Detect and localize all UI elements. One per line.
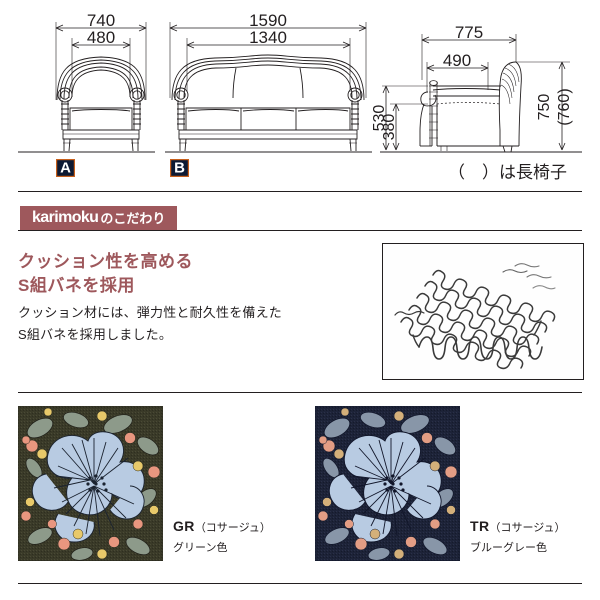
dim-depth-775: 775 [455,23,483,42]
dim-seat-height-380: 380 [381,114,398,141]
tag-a-label: A [60,160,71,177]
fabric-color-gr: グリーン色 [173,542,228,554]
feature-heading: クッション性を高める S組バネを採用 [18,250,193,298]
fabric-image-tr [315,406,460,561]
s-spring-photo [382,243,584,380]
fabric-color-tr: ブルーグレー色 [470,542,547,554]
karimoku-tagline: のこだわり [100,210,166,226]
fabric-pattern-tr: （コサージュ） [489,522,566,534]
dim-chair-width-480: 480 [87,28,115,47]
sofa-b-drawing [165,22,372,153]
tag-b: B [170,159,189,177]
feature-body-line2: S組バネを採用しました。 [18,327,173,342]
feature-body-line1: クッション材には、弾力性と耐久性を備えた [18,305,283,320]
fabric-swatch-gr[interactable]: GR（コサージュ） グリーン色 [18,406,271,561]
fabric-code-tr: TR [470,518,490,534]
dim-chair-width-740: 740 [87,11,115,30]
fabric-code-gr: GR [173,518,195,534]
s-spring-illustration [383,244,581,377]
fabric-pattern-gr: （コサージュ） [194,522,271,534]
fabric-image-gr [18,406,163,561]
divider-top [18,191,582,192]
dim-height-750: 750 [536,94,553,121]
divider-above-swatches [18,392,582,393]
side-view-drawing [380,34,582,153]
chair-a-drawing [18,22,155,153]
fabric-swatch-row: GR（コサージュ） グリーン色 [0,406,600,566]
dim-seat-depth-490: 490 [443,51,471,70]
divider-bottom [18,583,582,584]
tag-a: A [56,159,75,177]
karimoku-banner: karimoku のこだわり [20,206,178,230]
tag-b-label: B [174,160,185,177]
specification-diagram: 740 480 1590 1340 775 490 530 380 750 (7… [0,0,600,191]
spec-drawing-svg: 740 480 1590 1340 775 490 530 380 750 (7… [18,11,582,182]
fabric-caption-gr: GR（コサージュ） グリーン色 [173,518,271,561]
feature-body: クッション材には、弾力性と耐久性を備えた S組バネを採用しました。 [18,302,282,346]
feature-heading-line2: S組バネを採用 [18,276,135,295]
dim-arm-height-530: 530 [371,105,388,132]
fabric-swatch-tr[interactable]: TR（コサージュ） ブルーグレー色 [315,406,565,561]
divider-under-banner [18,230,582,231]
long-chair-note: （ ）は長椅子 [448,163,567,182]
fabric-caption-tr: TR（コサージュ） ブルーグレー色 [470,518,565,561]
feature-heading-line1: クッション性を高める [18,252,193,271]
dim-sofa-width-1590: 1590 [249,11,287,30]
dim-sofa-width-1340: 1340 [249,28,287,47]
karimoku-logo: karimoku [32,209,99,226]
dim-height-760-sofa: (760) [556,88,573,125]
